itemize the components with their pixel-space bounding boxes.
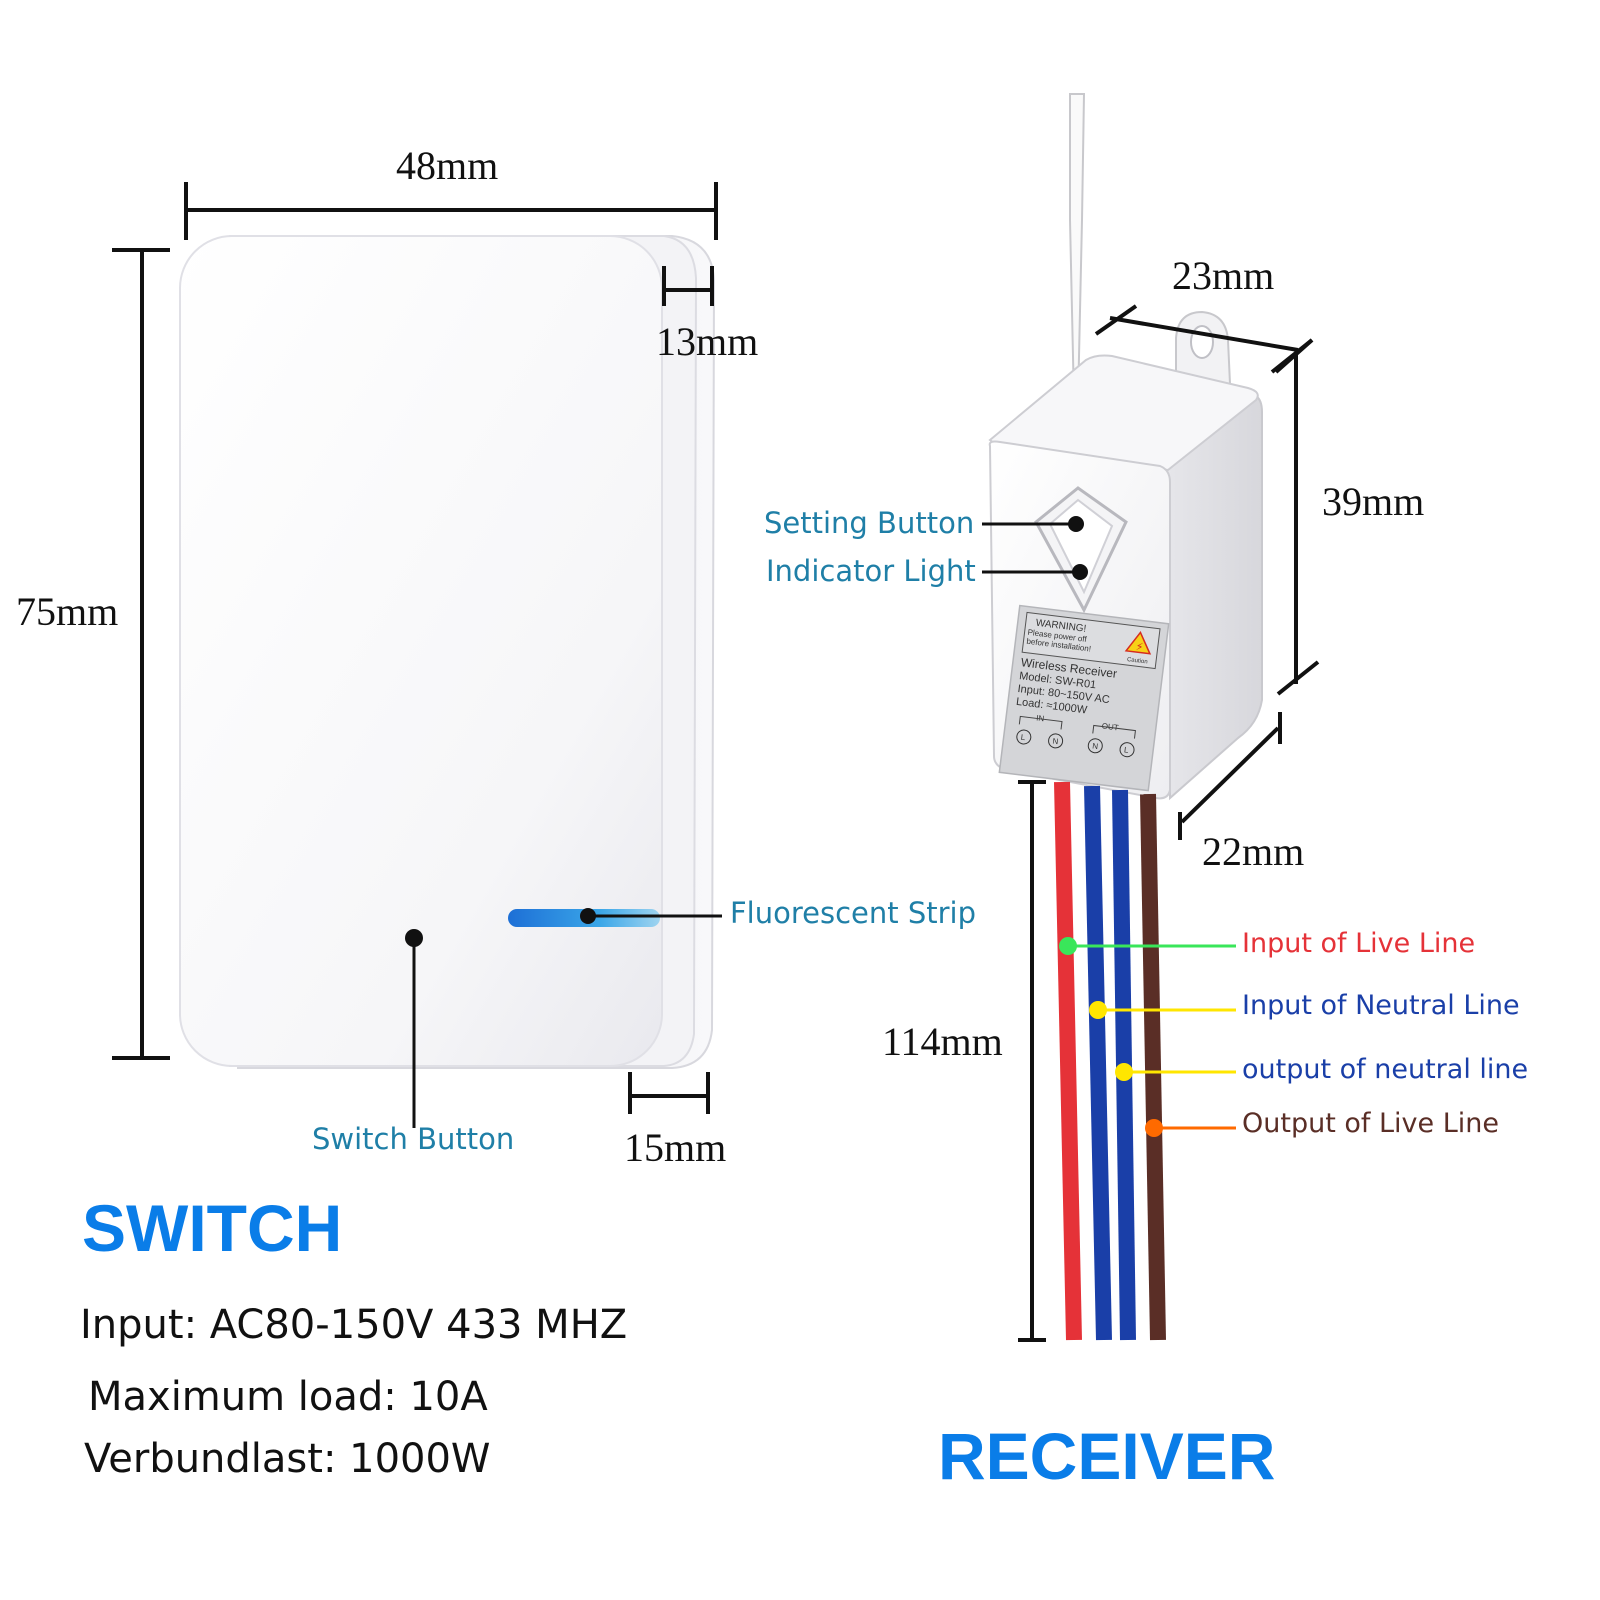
output-neutral-label: output of neutral line (1242, 1054, 1529, 1085)
switch-device (179, 235, 716, 1069)
receiver-box-top (988, 354, 1259, 472)
wire-live-input (1054, 781, 1082, 1341)
switch-depth-bottom-label: 15mm (624, 1125, 727, 1170)
antenna (1069, 93, 1086, 403)
fluorescent-strip-marker (580, 908, 596, 924)
receiver-device: ⚡ WARNING! Please power off before insta… (988, 93, 1263, 801)
switch-width-label: 48mm (396, 143, 499, 188)
input-neutral-label: Input of Neutral Line (1242, 990, 1520, 1021)
input-live-label: Input of Live Line (1242, 928, 1476, 959)
terminal-l-in: L (1020, 733, 1026, 743)
switch-button-label: Switch Button (312, 1122, 515, 1156)
indicator-light-marker (1072, 564, 1088, 580)
receiver-width-label: 23mm (1172, 253, 1275, 298)
receiver-box-side (1164, 394, 1263, 801)
receiver-depth-label: 22mm (1202, 829, 1305, 874)
output-live-label: Output of Live Line (1242, 1108, 1499, 1139)
terminal-in: IN (1036, 713, 1045, 723)
receiver-product-label: ⚡ WARNING! Please power off before insta… (998, 604, 1170, 792)
wire-neutral-input (1084, 785, 1112, 1341)
setting-button-marker (1068, 516, 1084, 532)
receiver-dimension-lines (1018, 304, 1320, 1342)
switch-callouts (405, 908, 722, 1128)
indicator-light-label: Indicator Light (766, 554, 976, 588)
switch-button-marker (405, 929, 423, 947)
receiver-title: RECEIVER (938, 1419, 1276, 1493)
fluorescent-strip-label: Fluorescent Strip (730, 896, 977, 930)
spec-max-load: Maximum load: 10A (88, 1374, 488, 1420)
terminal-l-out: L (1123, 745, 1129, 755)
spec-input: Input: AC80-150V 433 MHZ (80, 1302, 628, 1348)
receiver-height-label: 39mm (1322, 479, 1425, 524)
wire-length-label: 114mm (882, 1019, 1003, 1064)
caution-text: Caution (1127, 657, 1148, 665)
receiver-callouts (982, 516, 1236, 1137)
wire-live-output (1140, 793, 1166, 1341)
input-live-marker (1059, 937, 1077, 955)
terminal-n-out: N (1092, 741, 1099, 751)
receiver-wires (1054, 781, 1166, 1341)
setting-button-label: Setting Button (764, 506, 975, 540)
output-neutral-marker (1115, 1063, 1133, 1081)
switch-title: SWITCH (82, 1191, 343, 1265)
spec-compound-load: Verbundlast: 1000W (84, 1436, 491, 1482)
caution-icon (1124, 631, 1152, 655)
svg-text:⚡: ⚡ (1135, 640, 1144, 654)
switch-height-label: 75mm (16, 589, 119, 634)
switch-depth-top-label: 13mm (656, 319, 759, 364)
input-neutral-marker (1089, 1001, 1107, 1019)
switch-front-plate (179, 235, 663, 1067)
terminal-n-in: N (1052, 737, 1059, 747)
output-live-marker (1145, 1119, 1163, 1137)
switch-dimension-lines (112, 182, 718, 1114)
